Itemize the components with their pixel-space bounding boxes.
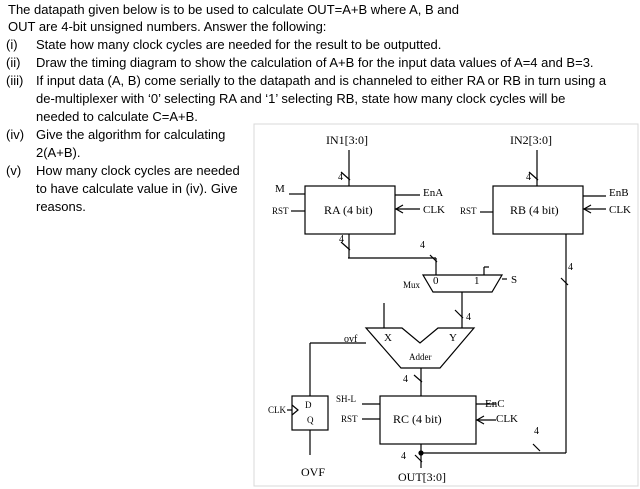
clk-ra-label: CLK: [423, 204, 445, 216]
mux-input-0: 0: [433, 275, 439, 287]
dff-q-label: Q: [307, 415, 314, 425]
dff-clock-triangle: [291, 404, 299, 416]
adder-label: Adder: [409, 352, 432, 362]
item-ii-number: (ii): [6, 55, 21, 70]
ena-label: EnA: [423, 187, 443, 199]
ra-label: RA (4 bit): [324, 203, 373, 217]
bus-width-out: 4: [401, 451, 406, 462]
bus-width-mux-out: 4: [466, 312, 471, 323]
enc-label: EnC: [485, 398, 505, 410]
bus-width-mux0: 4: [420, 240, 425, 251]
item-iii-line-2: de-multiplexer with ‘0’ selecting RA and…: [36, 91, 566, 106]
item-v-line-3: reasons.: [36, 199, 86, 214]
mux-select-label: S: [511, 274, 517, 286]
rst-rb-label: RST: [460, 206, 477, 216]
clk-rb-label: CLK: [609, 204, 631, 216]
rb-label: RB (4 bit): [510, 203, 559, 217]
m-label: M: [275, 183, 285, 195]
in2-label: IN2[3:0]: [510, 133, 552, 147]
item-iv-line-2: 2(A+B).: [36, 145, 81, 160]
item-ii-line-1: Draw the timing diagram to show the calc…: [36, 55, 594, 70]
rst-rc-label: RST: [341, 414, 358, 424]
item-v-number: (v): [6, 163, 22, 178]
shl-label: SH-L: [336, 394, 356, 404]
mux-label: Mux: [403, 280, 421, 290]
rst-ra-label: RST: [272, 206, 289, 216]
bus-width-feedback: 4: [568, 262, 573, 273]
item-iv-line-1: Give the algorithm for calculating: [36, 127, 226, 142]
intro-line-1: The datapath given below is to be used t…: [8, 2, 459, 17]
out-label: OUT[3:0]: [398, 470, 446, 484]
item-v-line-1: How many clock cycles are needed: [36, 163, 240, 178]
register-rb: [492, 185, 584, 235]
dff-d-label: D: [305, 400, 312, 410]
item-iv-number: (iv): [6, 127, 25, 142]
adder-x-label: X: [384, 332, 392, 344]
bus-width-adder-out: 4: [403, 374, 408, 385]
bus-width-ra: 4: [339, 234, 344, 245]
bus-width-in1: 4: [338, 172, 343, 183]
item-iii-line-3: needed to calculate C=A+B.: [36, 109, 198, 124]
item-v-line-2: to have calculate value in (iv). Give: [36, 181, 238, 196]
mux-input-1: 1: [474, 275, 480, 287]
multiplexer: [421, 274, 504, 293]
item-iii-line-1: If input data (A, B) come serially to th…: [36, 73, 607, 88]
intro-line-2: OUT are 4-bit unsigned numbers. Answer t…: [8, 19, 327, 34]
ovf-output-label: OVF: [301, 465, 325, 479]
rc-label: RC (4 bit): [393, 412, 442, 426]
adder-y-label: Y: [449, 332, 457, 344]
bus-width-rc-loop: 4: [534, 426, 539, 437]
item-i-number: (i): [6, 37, 18, 52]
item-i-line-1: State how many clock cycles are needed f…: [36, 37, 442, 52]
in1-label: IN1[3:0]: [326, 133, 368, 147]
ovf-label: ovf: [344, 334, 358, 345]
adder: [364, 327, 476, 369]
bus-width-in2: 4: [526, 172, 531, 183]
clk-dff-label: CLK: [268, 405, 287, 415]
rc-output-junction: [418, 450, 424, 456]
enb-label: EnB: [609, 187, 629, 199]
item-iii-number: (iii): [6, 73, 24, 88]
diagram-frame: [253, 123, 639, 487]
clk-rc-label: CLK: [496, 413, 518, 425]
register-ra: [304, 185, 396, 235]
